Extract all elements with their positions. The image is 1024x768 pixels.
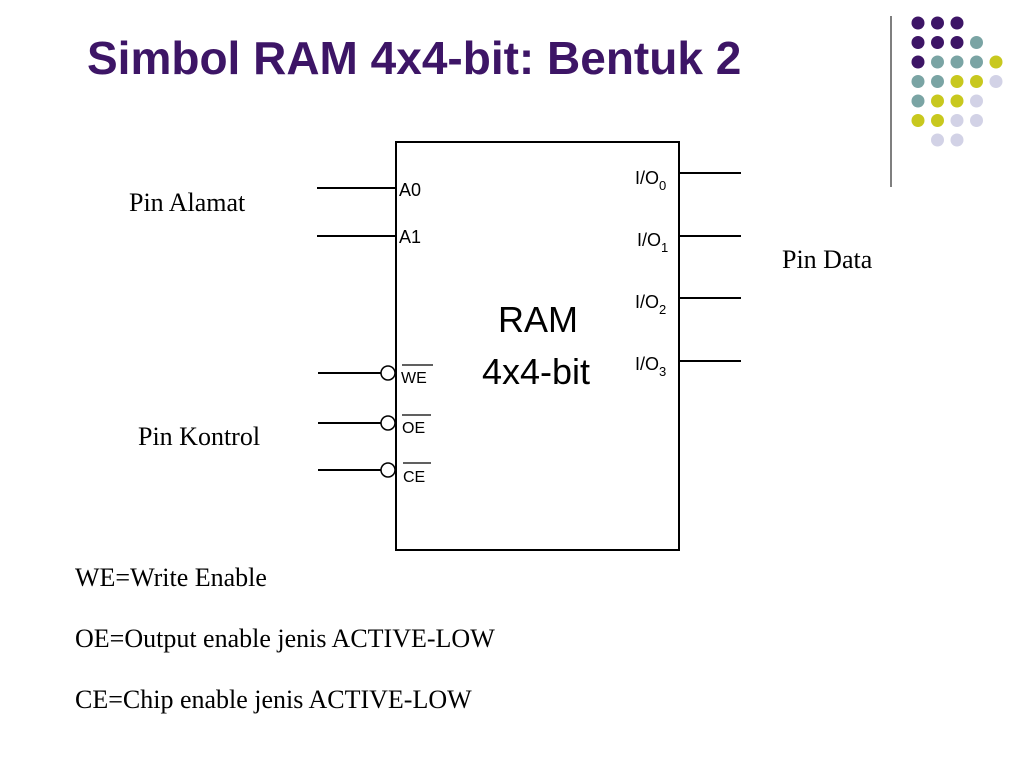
data-pins-label: Pin Data xyxy=(782,245,873,274)
decorative-divider xyxy=(890,16,892,187)
pin-label-a1: A1 xyxy=(399,227,421,247)
chip-name-line2: 4x4-bit xyxy=(482,351,590,392)
note-ce: CE=Chip enable jenis ACTIVE-LOW xyxy=(75,685,472,714)
pin-label-io0-sub: 0 xyxy=(659,178,666,193)
pin-label-io1-sub: 1 xyxy=(661,240,668,255)
pin-label-ce: CE xyxy=(403,469,425,486)
ram-chip-body xyxy=(395,141,680,551)
pin-label-io2-sub: 2 xyxy=(659,302,666,317)
pin-label-io2: I/O2 xyxy=(635,292,666,317)
slide-title: Simbol RAM 4x4-bit: Bentuk 2 xyxy=(87,32,742,84)
inversion-bubble-oe xyxy=(380,415,396,431)
note-we: WE=Write Enable xyxy=(75,563,267,592)
pin-label-io3-base: I/O xyxy=(635,354,659,374)
pin-label-io0-base: I/O xyxy=(635,168,659,188)
pin-label-io1-base: I/O xyxy=(637,230,661,250)
pin-label-a0: A0 xyxy=(399,180,421,200)
note-oe: OE=Output enable jenis ACTIVE-LOW xyxy=(75,624,495,653)
pin-label-io3-sub: 3 xyxy=(659,364,666,379)
inversion-bubble-we xyxy=(380,365,396,381)
address-pins-label: Pin Alamat xyxy=(129,188,246,217)
pin-label-io1: I/O1 xyxy=(637,230,668,255)
pin-label-we: WE xyxy=(401,370,427,387)
inversion-bubble-ce xyxy=(380,462,396,478)
pin-label-oe: OE xyxy=(402,420,425,437)
pin-label-io3: I/O3 xyxy=(635,354,666,379)
control-pins-label: Pin Kontrol xyxy=(138,422,261,451)
pin-label-io0: I/O0 xyxy=(635,168,666,193)
chip-name-line1: RAM xyxy=(498,299,578,340)
pin-label-io2-base: I/O xyxy=(635,292,659,312)
